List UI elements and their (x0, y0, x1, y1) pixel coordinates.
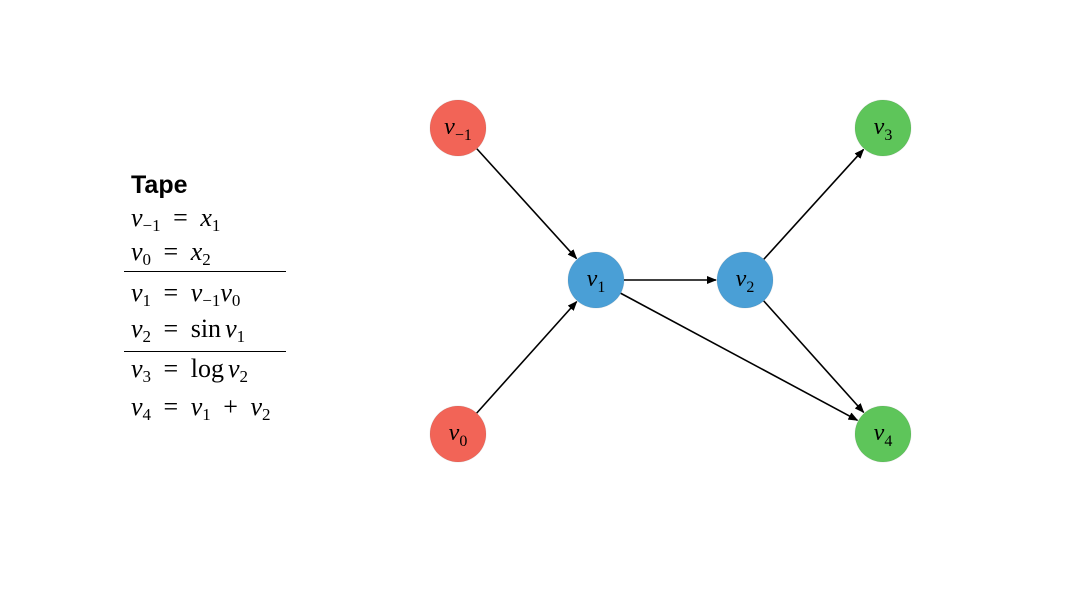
node-circle-v3 (854, 99, 912, 157)
eq-rhs-sub: 1 (211, 216, 221, 235)
eq-arg: v (227, 354, 240, 383)
eq-rhs: x (190, 237, 203, 266)
eq-rhs-b-sub: 0 (231, 291, 241, 310)
equals-sign: = (163, 278, 179, 307)
tape-input-eq-2: v0 = x2 (131, 237, 211, 269)
eq-operand-a-sub: 1 (202, 405, 211, 424)
eq-lhs-sub: 0 (142, 250, 152, 269)
eq-lhs-sub: −1 (142, 216, 161, 235)
equals-sign: = (173, 203, 188, 232)
tape-title: Tape (131, 171, 188, 199)
node-v2: v2 (716, 251, 774, 309)
eq-arg-sub: 1 (236, 327, 246, 346)
eq-rhs: x (200, 203, 212, 232)
tape-intermediate-eq-1: v1 = v−1v0 (131, 278, 241, 310)
plus-sign: + (223, 392, 238, 421)
tape-input-eq-1: v−1 = x1 (131, 203, 221, 235)
node-label-v3: v3 (874, 114, 893, 144)
node-label-v0: v0 (449, 420, 468, 450)
node-label-vm1: v−1 (444, 114, 472, 144)
eq-lhs: v (131, 354, 143, 383)
eq-function: sin (190, 314, 222, 343)
eq-arg: v (225, 314, 237, 343)
node-circle-v0 (429, 405, 487, 463)
node-circle-v1 (567, 251, 625, 309)
eq-lhs-sub: 4 (142, 405, 152, 424)
eq-lhs: v (131, 314, 143, 343)
eq-lhs-sub: 3 (142, 367, 152, 386)
node-label-v4: v4 (874, 420, 893, 450)
tape-output-eq-2: v4 = v1 + v2 (131, 392, 271, 424)
equals-sign: = (163, 392, 179, 421)
equals-sign: = (163, 314, 179, 343)
node-v0: v0 (429, 405, 487, 463)
edge-vm1-to-v1 (476, 148, 578, 260)
nodes-layer: v−1 v0 v1 v2 v3 v4 (429, 99, 912, 463)
edges-layer (476, 148, 865, 421)
eq-lhs: v (131, 203, 143, 232)
eq-operand-a: v (190, 392, 203, 421)
node-circle-v2 (716, 251, 774, 309)
edge-v2-to-v4 (763, 300, 865, 414)
edge-v0-to-v1 (476, 300, 578, 414)
edge-v1-to-v4 (620, 292, 859, 421)
eq-rhs-a: v (190, 278, 203, 307)
node-circle-vm1 (429, 99, 487, 157)
eq-function: log (190, 354, 224, 383)
tape-divider-2 (124, 351, 286, 352)
node-v3: v3 (854, 99, 912, 157)
eq-rhs-b: v (220, 278, 232, 307)
eq-rhs-sub: 2 (202, 250, 211, 269)
eq-lhs-sub: 1 (142, 291, 152, 310)
eq-arg-sub: 2 (239, 367, 249, 386)
eq-lhs: v (131, 237, 143, 266)
eq-rhs-a-sub: −1 (202, 291, 221, 310)
node-v4: v4 (854, 405, 912, 463)
eq-operand-b-sub: 2 (261, 405, 271, 424)
equals-sign: = (163, 354, 179, 383)
node-label-v1: v1 (587, 266, 606, 296)
edge-v2-to-v3 (763, 148, 865, 260)
node-circle-v4 (854, 405, 912, 463)
node-label-v2: v2 (736, 266, 755, 296)
tape-divider-1 (124, 271, 286, 272)
equals-sign: = (163, 237, 179, 266)
eq-lhs: v (131, 392, 143, 421)
eq-lhs: v (131, 278, 143, 307)
node-vm1: v−1 (429, 99, 487, 157)
node-v1: v1 (567, 251, 625, 309)
eq-operand-b: v (250, 392, 262, 421)
eq-lhs-sub: 2 (142, 327, 152, 346)
